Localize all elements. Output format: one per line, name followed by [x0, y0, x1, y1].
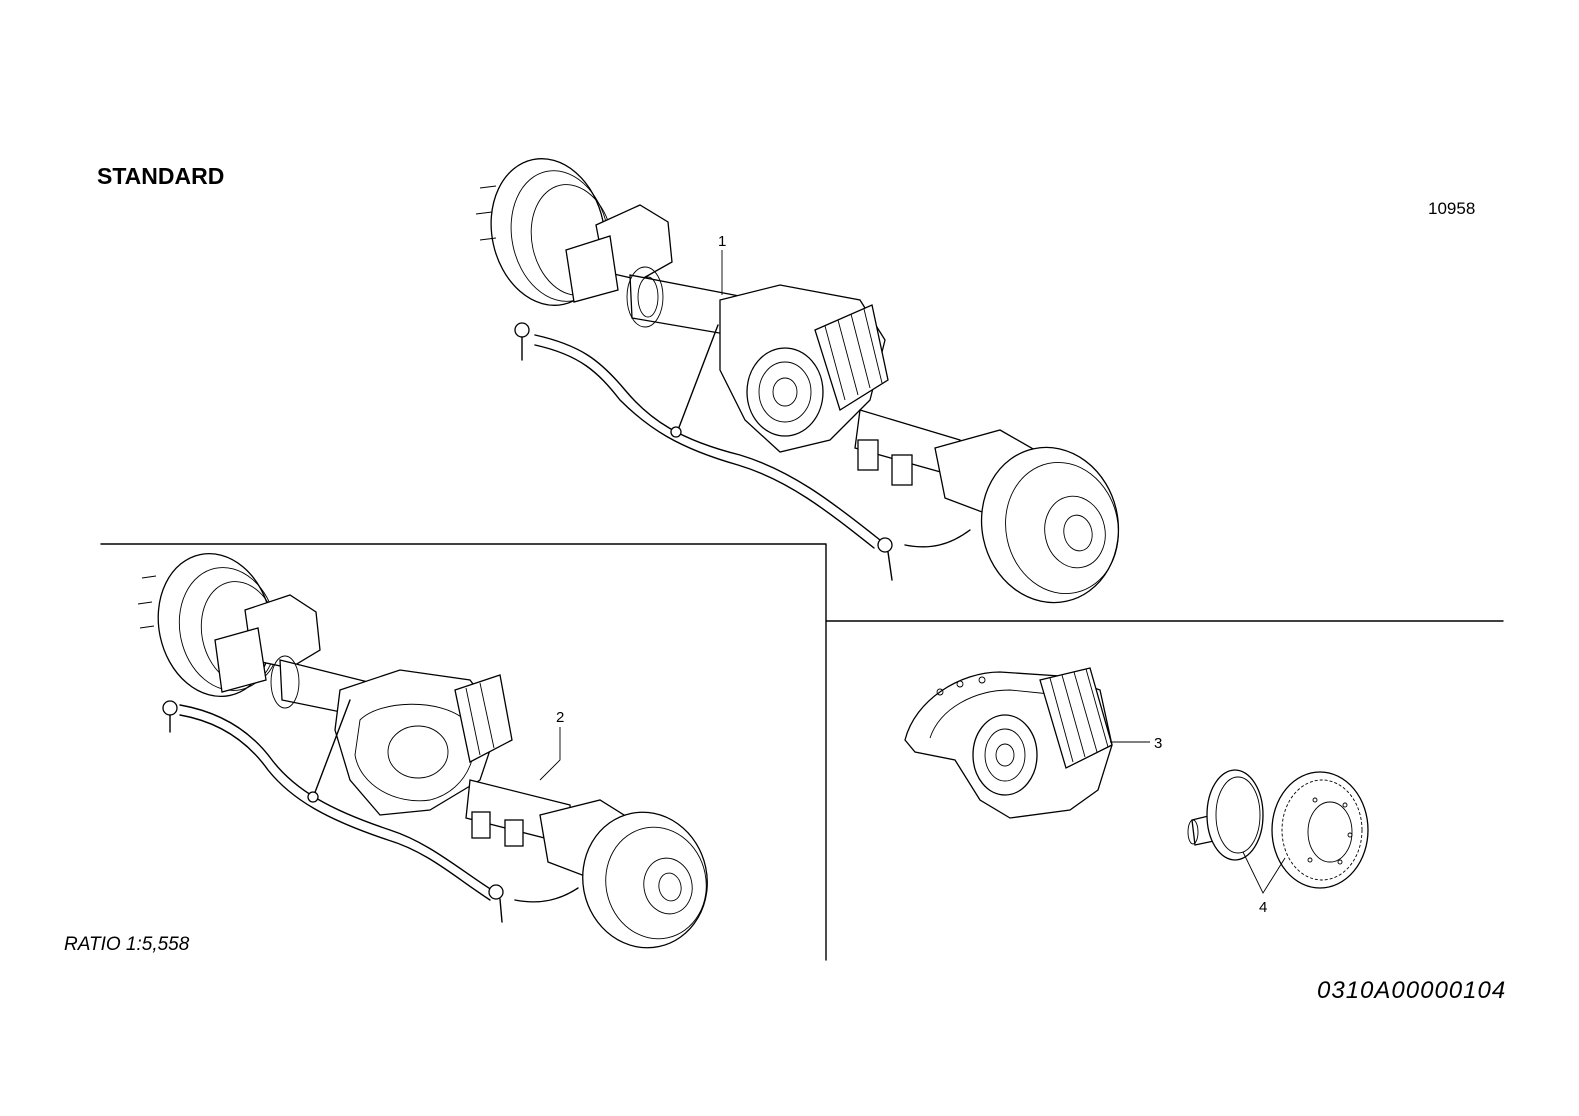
ratio-label: RATIO 1:5,558 — [64, 934, 190, 955]
crown-wheel — [1271, 771, 1369, 889]
section-dividers — [100, 543, 1504, 961]
right-brake-drum — [980, 446, 1120, 604]
page-title: STANDARD — [97, 163, 225, 189]
axle-assembly-2: 2 — [137, 552, 708, 949]
crown-wheel-pinion-4: 4 — [1187, 769, 1369, 916]
right-brake-drum-2 — [582, 811, 708, 949]
callout-1: 1 — [718, 233, 726, 250]
part-number: 0310A00000104 — [1317, 977, 1507, 1004]
pinion-gear — [1206, 769, 1264, 861]
drawing-code: 10958 — [1428, 199, 1476, 218]
differential-carrier-3: 3 — [904, 667, 1162, 819]
callout-2: 2 — [556, 709, 564, 726]
callout-4: 4 — [1259, 899, 1267, 916]
callout-3: 3 — [1154, 735, 1162, 752]
axle-assembly-1: 1 — [475, 158, 1120, 604]
